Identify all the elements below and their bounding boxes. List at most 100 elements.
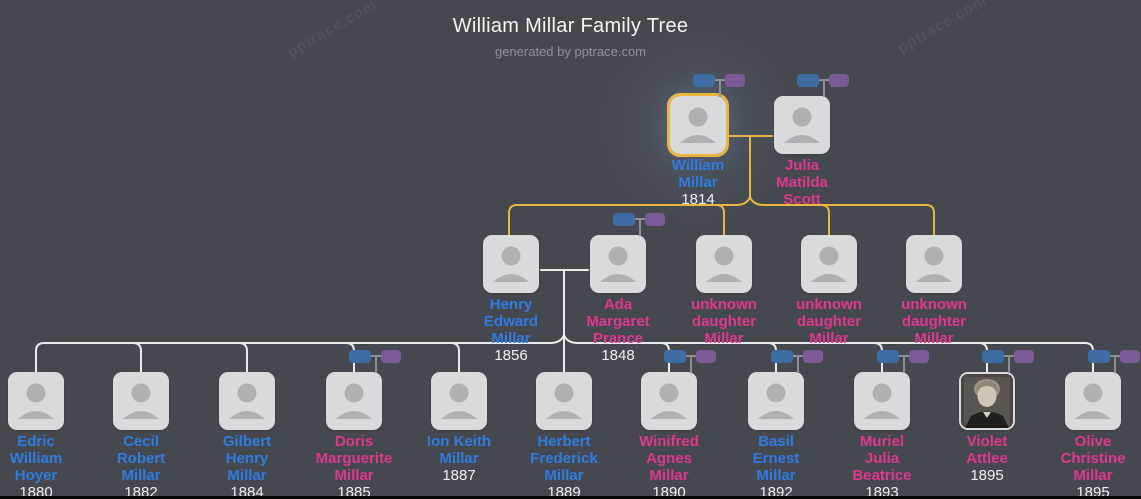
mini-father-icon[interactable]	[664, 350, 686, 363]
person-card[interactable]	[431, 372, 487, 430]
mini-father-icon[interactable]	[613, 213, 635, 226]
mini-mother-icon[interactable]	[909, 350, 929, 363]
birth-year: 1884	[230, 484, 264, 499]
parents-connector-line	[903, 356, 905, 373]
mini-mother-icon[interactable]	[696, 350, 716, 363]
mini-mother-icon[interactable]	[829, 74, 849, 87]
parents-marriage-line	[791, 355, 805, 357]
mini-mother-icon[interactable]	[803, 350, 823, 363]
mini-father-icon[interactable]	[771, 350, 793, 363]
person-card[interactable]	[1065, 372, 1121, 430]
person-silhouette-icon	[493, 246, 529, 282]
mini-father-icon[interactable]	[982, 350, 1004, 363]
person-card[interactable]	[8, 372, 64, 430]
parents-couple-icon[interactable]	[982, 350, 1036, 373]
person-card[interactable]	[536, 372, 592, 430]
mini-mother-icon[interactable]	[645, 213, 665, 226]
birth-year: 1882	[124, 484, 158, 499]
birth-year: 1889	[547, 484, 581, 499]
parents-connector-line	[639, 219, 641, 236]
birth-year: 1895	[970, 467, 1004, 484]
parents-couple-icon[interactable]	[349, 350, 403, 373]
person-card[interactable]	[326, 372, 382, 430]
mini-mother-icon[interactable]	[1120, 350, 1140, 363]
mini-father-icon[interactable]	[349, 350, 371, 363]
person-silhouette-icon	[651, 383, 687, 419]
parents-couple-icon[interactable]	[693, 74, 747, 97]
mini-mother-icon[interactable]	[1014, 350, 1034, 363]
parents-marriage-line	[684, 355, 698, 357]
person-card[interactable]	[113, 372, 169, 430]
birth-year: 1895	[1076, 484, 1110, 499]
person-card[interactable]	[641, 372, 697, 430]
person-card[interactable]	[774, 96, 830, 154]
person-card[interactable]	[906, 235, 962, 293]
person-card[interactable]	[748, 372, 804, 430]
birth-year: 1887	[442, 467, 476, 484]
parents-marriage-line	[1002, 355, 1016, 357]
parents-connector-line	[375, 356, 377, 373]
parents-couple-icon[interactable]	[1088, 350, 1141, 373]
person-card[interactable]	[696, 235, 752, 293]
parents-couple-icon[interactable]	[797, 74, 851, 97]
person-card-photo[interactable]	[959, 372, 1015, 430]
parents-connector-line	[719, 80, 721, 97]
person-card[interactable]	[219, 372, 275, 430]
parents-marriage-line	[633, 218, 647, 220]
parents-connector-line	[1114, 356, 1116, 373]
parents-connector-line	[690, 356, 692, 373]
parents-couple-icon[interactable]	[877, 350, 931, 373]
birth-year: 1890	[652, 484, 686, 499]
birth-year: 1848	[601, 347, 635, 364]
mini-mother-icon[interactable]	[725, 74, 745, 87]
parents-marriage-line	[1108, 355, 1122, 357]
mini-father-icon[interactable]	[877, 350, 899, 363]
person-silhouette-icon	[811, 246, 847, 282]
person-card[interactable]	[854, 372, 910, 430]
parents-connector-line	[1008, 356, 1010, 373]
mini-father-icon[interactable]	[1088, 350, 1110, 363]
mini-mother-icon[interactable]	[381, 350, 401, 363]
person-card[interactable]	[667, 93, 729, 157]
birth-year: 1814	[681, 191, 715, 208]
parents-couple-icon[interactable]	[664, 350, 718, 373]
parents-couple-icon[interactable]	[771, 350, 825, 373]
person-silhouette-icon	[123, 383, 159, 419]
mini-father-icon[interactable]	[693, 74, 715, 87]
birth-year: 1893	[865, 484, 899, 499]
mini-father-icon[interactable]	[797, 74, 819, 87]
person-card[interactable]	[801, 235, 857, 293]
person-card[interactable]	[590, 235, 646, 293]
person-silhouette-icon	[18, 383, 54, 419]
person-silhouette-icon	[336, 383, 372, 419]
person-silhouette-icon	[680, 107, 716, 143]
parents-couple-icon[interactable]	[613, 213, 667, 236]
person-silhouette-icon	[441, 383, 477, 419]
person-card[interactable]	[483, 235, 539, 293]
